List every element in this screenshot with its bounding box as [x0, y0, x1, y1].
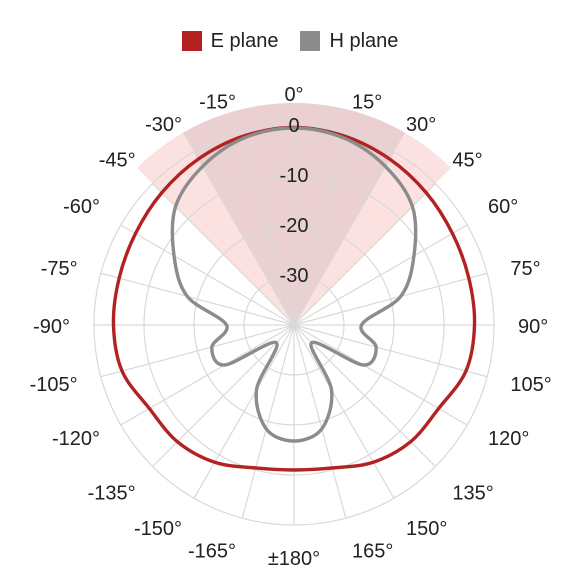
angle-label-neg75: -75°	[41, 258, 78, 280]
radial-label-0: 0	[288, 115, 299, 137]
angle-label-180: ±180°	[268, 548, 320, 570]
legend-swatch-e-plane	[181, 31, 202, 51]
grid-spoke	[152, 324, 295, 467]
series-line-h-plane	[170, 126, 418, 443]
grid-spoke	[193, 151, 295, 326]
angle-label-0: 0°	[284, 84, 303, 106]
radial-tick-labels: 0 -10 -20 -30	[280, 115, 309, 287]
grid-spoke	[293, 324, 347, 519]
grid-spoke	[293, 224, 468, 326]
angle-tick-labels: 0° 15° 30° 45° 60° 75° 90° 105° 120° 135°150° 165°…	[30, 84, 552, 570]
angle-label-30: 30°	[406, 114, 436, 136]
pattern-series	[111, 125, 477, 472]
angle-label-neg150: -150°	[134, 518, 182, 540]
legend-label-h-plane: H plane	[329, 29, 399, 52]
grid-spoke	[293, 272, 488, 326]
grid-spoke	[120, 224, 295, 326]
grid-spoke	[241, 324, 295, 519]
radial-label-neg30: -30	[280, 265, 309, 287]
legend-item-e-plane: E plane	[181, 29, 279, 53]
grid-spoke	[193, 324, 295, 499]
angle-label-15: 15°	[352, 92, 382, 114]
radial-label-neg20: -20	[280, 215, 309, 237]
series-line-e-plane	[111, 125, 477, 472]
grid-spoke	[293, 324, 436, 467]
grid-spoke	[293, 151, 395, 326]
angle-label-150: 150°	[406, 518, 447, 540]
angle-label-45: 45°	[452, 150, 482, 172]
grid-spoke	[120, 324, 295, 426]
angle-label-neg30: -30°	[145, 114, 182, 136]
legend-swatch-h-plane	[300, 31, 321, 51]
angle-label-neg45: -45°	[99, 150, 136, 172]
angle-label-neg60: -60°	[63, 196, 100, 218]
angle-label-75: 75°	[510, 258, 540, 280]
grid-spoke	[241, 131, 295, 326]
angle-label-neg15: -15°	[199, 92, 236, 114]
angle-label-165: 165°	[352, 540, 393, 562]
grid-spoke	[293, 324, 395, 499]
legend: E plane H plane	[0, 27, 580, 55]
radial-label-neg10: -10	[280, 165, 309, 187]
angle-label-neg135: -135°	[88, 482, 136, 504]
grid-spoke	[100, 324, 295, 378]
angle-label-neg120: -120°	[52, 428, 100, 450]
angle-label-neg165: -165°	[188, 540, 236, 562]
angle-label-neg105: -105°	[30, 374, 78, 396]
legend-label-e-plane: E plane	[210, 29, 279, 52]
legend-item-h-plane: H plane	[300, 30, 398, 53]
grid-spoke	[100, 272, 295, 326]
angle-label-neg90: -90°	[33, 316, 70, 338]
grid-spoke	[293, 324, 468, 426]
grid-spoke	[293, 324, 488, 378]
angle-label-105: 105°	[510, 374, 551, 396]
grid-spoke	[293, 131, 347, 326]
angle-label-90: 90°	[518, 316, 548, 338]
angle-label-60: 60°	[488, 196, 518, 218]
angle-label-120: 120°	[488, 428, 529, 450]
angle-label-135: 135°	[452, 482, 493, 504]
